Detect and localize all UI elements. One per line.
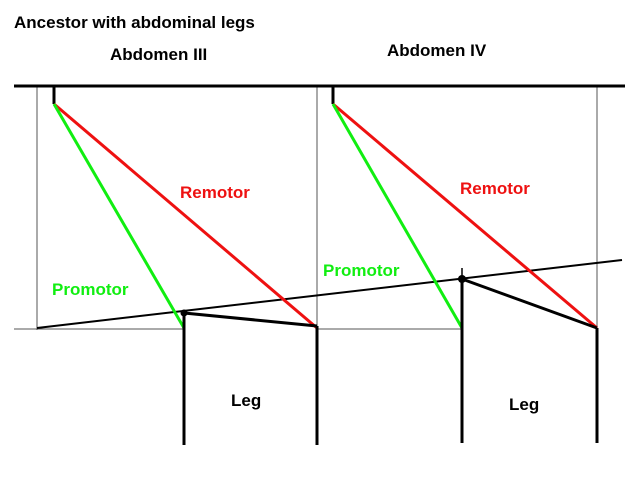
promotor-label-iv: Promotor [323, 261, 400, 280]
diagram-title: Ancestor with abdominal legs [14, 13, 255, 32]
dorsal-body-wall [14, 84, 625, 104]
segment-outlines [14, 86, 598, 330]
remotor-muscle-iv [332, 102, 598, 330]
remotor-label-iii: Remotor [180, 183, 250, 202]
leg-shafts [182, 279, 599, 445]
remotor-muscle-iii [53, 102, 318, 330]
segment-heading-abdomen-iii: Abdomen III [110, 45, 207, 64]
ventral-line [36, 259, 623, 329]
remotor-label-iv: Remotor [460, 179, 530, 198]
leg-label-iii: Leg [231, 391, 261, 410]
leg-hinge-iii [183, 311, 318, 328]
leg-label-iv: Leg [509, 395, 539, 414]
segment-heading-abdomen-iv: Abdomen IV [387, 41, 487, 60]
leg-hinge-iv [461, 277, 598, 330]
promotor-muscle-iv [331, 103, 464, 329]
promotor-label-iii: Promotor [52, 280, 129, 299]
promotor-muscle-iii [52, 103, 186, 329]
